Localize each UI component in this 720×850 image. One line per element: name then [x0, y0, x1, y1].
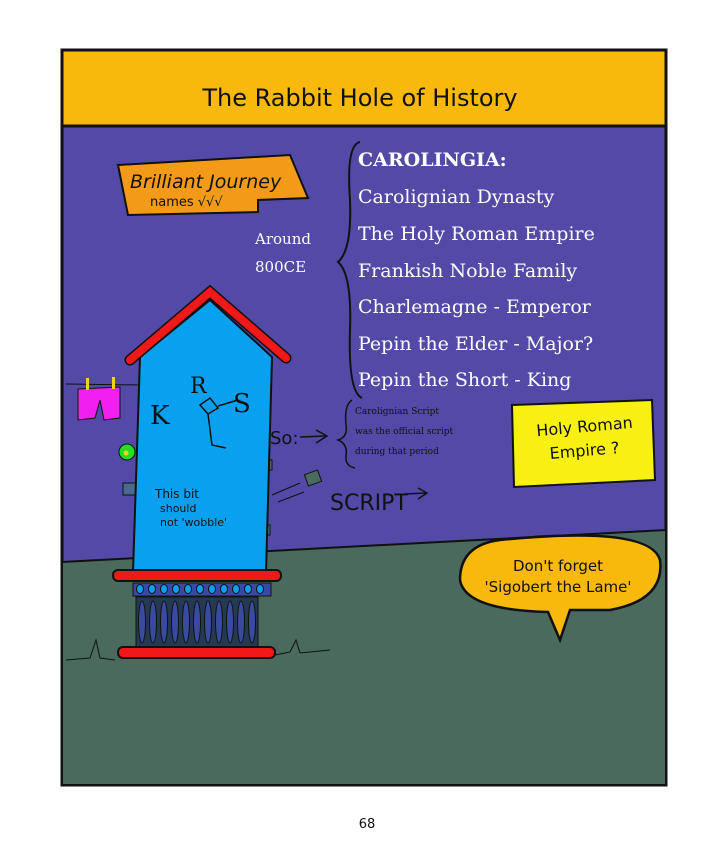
house-note-line2: should [160, 502, 196, 515]
speech-bubble [458, 534, 662, 644]
column [248, 600, 256, 644]
note-line2: was the official script [355, 427, 453, 437]
dot [184, 584, 192, 594]
house: K R S This bit should not 'wobble' [112, 284, 292, 659]
column [171, 600, 179, 644]
dot [220, 584, 228, 594]
column [138, 600, 146, 644]
list: Carolignian Dynasty The Holy Roman Empir… [358, 186, 595, 391]
bubble-line1: Don't forget [513, 557, 603, 575]
brace [336, 141, 363, 399]
base-columns [138, 600, 256, 644]
column [193, 600, 201, 644]
banner-line1: Brilliant Journey [130, 171, 282, 193]
note-line3: during that period [355, 447, 439, 457]
column [204, 600, 212, 644]
column [226, 600, 234, 644]
title-header [60, 48, 668, 128]
banner-line2: names √√√ [150, 195, 223, 210]
dot [160, 584, 168, 594]
column [182, 600, 190, 644]
column [215, 600, 223, 644]
monogram-s: S [233, 389, 251, 419]
arrow-icon [299, 429, 329, 444]
monogram-k: K [150, 401, 170, 431]
banner-sign [116, 153, 310, 217]
date-line1: Around [254, 230, 311, 248]
dot [208, 584, 216, 594]
base-dots [136, 584, 264, 594]
list-heading: CAROLINGIA: [358, 149, 507, 171]
dot [136, 584, 144, 594]
column [237, 600, 245, 644]
dot [244, 584, 252, 594]
list-item: Frankish Noble Family [358, 260, 577, 282]
dot [232, 584, 240, 594]
date-line2: 800CE [255, 258, 306, 276]
list-item: The Holy Roman Empire [358, 223, 595, 245]
column [160, 600, 168, 644]
list-item: Charlemagne - Emperor [358, 296, 592, 318]
script-label: SCRIPT [330, 491, 408, 516]
page-number: 68 [359, 817, 376, 832]
sticky-note [510, 398, 657, 489]
dot [256, 584, 264, 594]
house-note-line1: This bit [154, 487, 199, 501]
arrow-icon [404, 487, 429, 500]
clothesline [65, 383, 143, 386]
list-item: Pepin the Short - King [358, 369, 571, 391]
page-title: The Rabbit Hole of History [201, 84, 517, 112]
monogram-r: R [190, 374, 208, 399]
peg [112, 377, 115, 389]
house-note-line3: not 'wobble' [160, 516, 227, 529]
note-line1: Carolignian Script [355, 407, 439, 417]
shorts [77, 386, 121, 421]
so-label: So: [270, 428, 299, 449]
dot [148, 584, 156, 594]
flying-block [303, 469, 323, 487]
motion-lines [271, 482, 305, 503]
list-item: Carolignian Dynasty [358, 186, 555, 208]
small-brace [335, 399, 356, 469]
grass [65, 638, 331, 661]
dot [196, 584, 204, 594]
bubble-line2: 'Sigobert the Lame' [485, 578, 632, 596]
column [149, 600, 157, 644]
flower-center [123, 450, 129, 456]
dot [172, 584, 180, 594]
list-item: Pepin the Elder - Major? [358, 333, 593, 355]
peg [86, 378, 89, 390]
